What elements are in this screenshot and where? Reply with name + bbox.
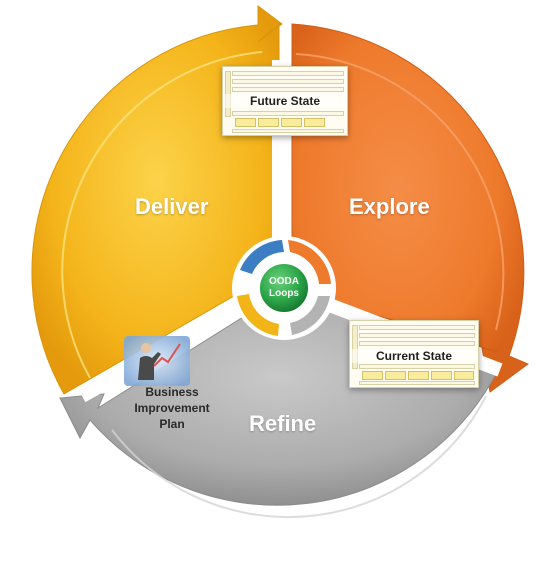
- thumb-footer: [359, 381, 475, 385]
- refine-label: Refine: [249, 411, 317, 436]
- thumb-box: [431, 371, 452, 380]
- business-person-icon: [124, 336, 190, 386]
- thumb-box: [454, 371, 474, 380]
- deliver-segment: [31, 5, 283, 395]
- deliver-label: Deliver: [135, 194, 209, 219]
- thumb-row: [232, 71, 344, 76]
- explore-label: Explore: [349, 194, 430, 219]
- thumb-box: [408, 371, 429, 380]
- thumb-row: [232, 79, 344, 84]
- plan-line1: Business: [145, 385, 199, 399]
- explore-segment: [291, 23, 530, 393]
- thumb-row: [232, 87, 344, 92]
- current-state-title: Current State: [350, 349, 478, 363]
- thumb-row: [359, 341, 475, 346]
- thumb-row: [359, 364, 475, 369]
- thumb-row: [232, 111, 344, 116]
- thumb-box: [281, 118, 302, 127]
- ooda-hub: [232, 236, 336, 340]
- plan-line3: Plan: [159, 417, 185, 431]
- hub-grey-arc: [290, 296, 330, 335]
- thumb-row: [359, 325, 475, 330]
- business-improvement-plan-label: Business Improvement Plan: [122, 384, 222, 432]
- hub-yellow-arc: [237, 294, 279, 336]
- current-state-thumbnail: Current State: [349, 320, 479, 388]
- thumb-box: [235, 118, 256, 127]
- hub-label-line2: Loops: [269, 288, 299, 299]
- thumb-box: [258, 118, 279, 127]
- thumb-box: [304, 118, 325, 127]
- thumb-row: [359, 333, 475, 338]
- thumb-sidebar: [352, 325, 358, 369]
- thumb-box: [385, 371, 406, 380]
- hub-label: OODA Loops: [259, 276, 309, 300]
- plan-line2: Improvement: [134, 401, 210, 415]
- future-state-thumbnail: Future State: [222, 66, 348, 136]
- thumb-footer: [232, 129, 344, 133]
- hub-blue-arc: [240, 240, 284, 274]
- thumb-box: [362, 371, 383, 380]
- hub-orange-arc: [288, 240, 331, 284]
- hub-label-line1: OODA: [269, 276, 299, 287]
- future-state-title: Future State: [223, 94, 347, 108]
